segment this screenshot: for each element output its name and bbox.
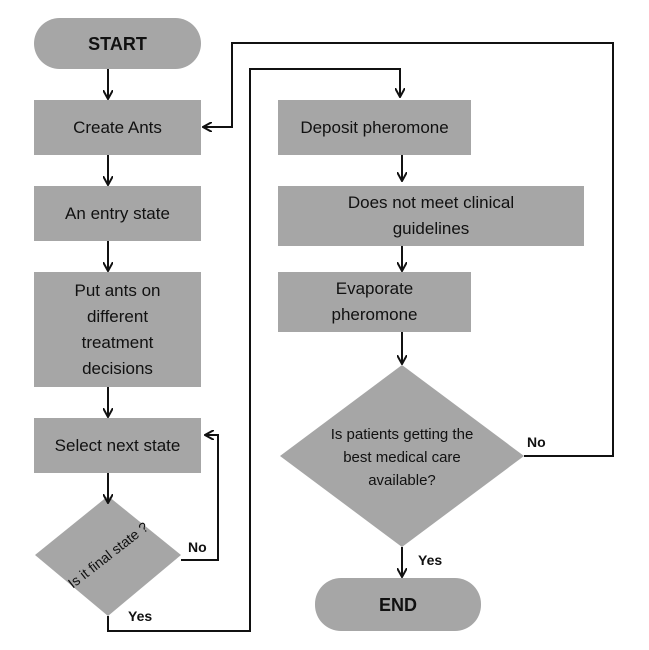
create-ants-box: Create Ants [34,100,201,155]
final-yes-label: Yes [128,608,153,624]
end-terminal: END [315,578,481,631]
start-terminal: START [34,18,201,69]
best-care-diamond [280,365,524,547]
final-no-label: No [188,539,207,555]
deposit-pheromone-box: Deposit pheromone [278,100,471,155]
final-state-diamond [35,496,181,616]
evaporate-pheromone-box: Evaporate pheromone [278,272,471,332]
put-ants-box: Put ants on different treatment decision… [34,272,201,387]
arrow-final-no-loop [181,435,219,561]
arrow-final-yes-path [107,68,400,632]
select-next-state-box: Select next state [34,418,201,473]
care-yes-label: Yes [418,552,443,568]
best-care-question: Is patients getting the best medical car… [330,425,474,489]
clinical-guidelines-box: Does not meet clinical guidelines [278,186,584,246]
arrow-care-no-loop [204,42,614,457]
entry-state-box: An entry state [34,186,201,241]
care-no-label: No [527,434,546,450]
